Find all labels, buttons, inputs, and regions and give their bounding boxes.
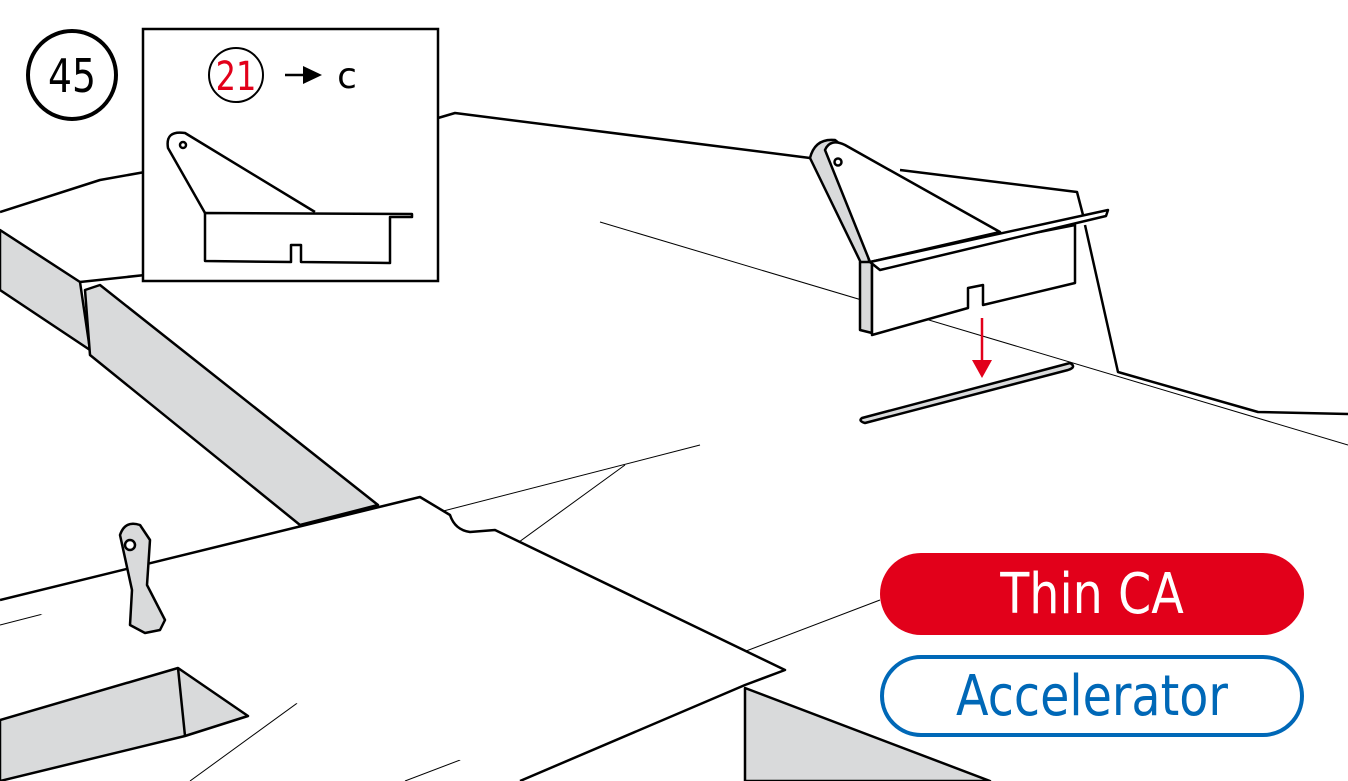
part-21-body xyxy=(870,223,1077,337)
inset-part-hole xyxy=(178,140,188,150)
guide-line xyxy=(599,221,1348,446)
accelerator-text: Accelerator xyxy=(956,663,1228,729)
inset-part-tab xyxy=(166,131,316,214)
part-number: 21 xyxy=(216,52,257,99)
horn-hole xyxy=(123,538,137,552)
step-number-circle xyxy=(26,29,118,121)
step-number: 45 xyxy=(48,49,96,103)
deck-slot xyxy=(859,361,1075,425)
lower-panel xyxy=(0,495,787,781)
lower-slot-left xyxy=(0,666,250,781)
arrow-right-icon xyxy=(303,66,322,84)
part-21-tab xyxy=(823,141,1002,264)
part-21-flange xyxy=(868,208,1110,272)
thin-ca-text: Thin CA xyxy=(1000,561,1184,627)
deck-edge-top xyxy=(437,111,1348,416)
insert-arrow-icon xyxy=(972,360,992,378)
accelerator-label: Accelerator xyxy=(880,655,1304,737)
part-number-circle xyxy=(208,47,264,103)
thin-ca-label: Thin CA xyxy=(880,553,1304,635)
left-beam-side xyxy=(83,283,380,527)
part-hole xyxy=(833,157,843,167)
deck-edge-left xyxy=(0,170,146,214)
beam-top-edge xyxy=(79,273,146,284)
lower-slot-right xyxy=(743,686,992,781)
part-21-side xyxy=(858,260,874,335)
target-label: c xyxy=(337,56,357,97)
left-beam-end xyxy=(0,228,92,352)
slot-edge xyxy=(176,667,187,737)
inset-part-body xyxy=(203,211,414,265)
